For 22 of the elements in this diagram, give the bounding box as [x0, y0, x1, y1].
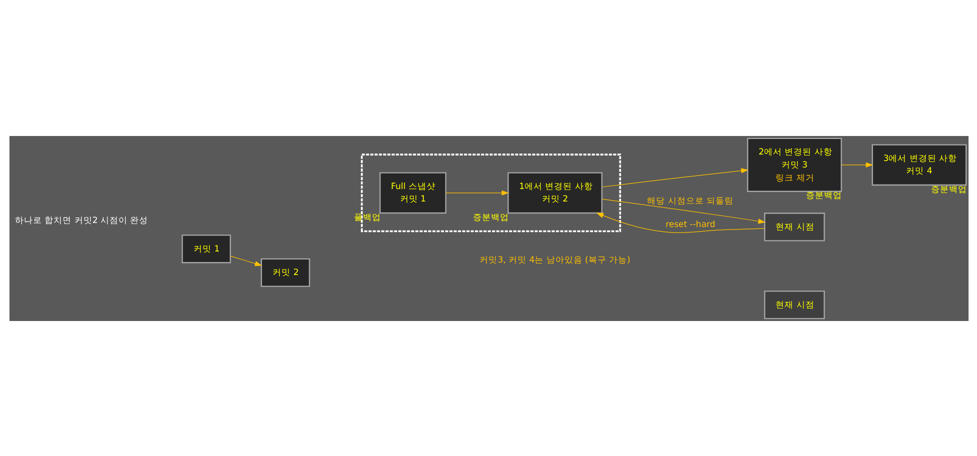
node-box: 커밋 2 — [260, 258, 310, 286]
node-label: 증분백업 — [806, 190, 842, 201]
edge-label: 해당 시점으로 되돌림 — [646, 196, 734, 206]
arrow — [601, 168, 748, 187]
node-box: Full 스냅샷 커밋 1 — [378, 172, 446, 214]
node-box: 커밋 1 — [181, 234, 230, 263]
edge-label: reset --hard — [665, 220, 715, 230]
label: 하나로 합치면 커밋2 시점이 완성 — [14, 216, 148, 226]
node-box: 1에서 변경된 사항 커밋 2 — [507, 172, 602, 214]
label: 커밋3, 커밋 4는 남아있음 (복구 가능) — [479, 255, 630, 266]
node-box: 현재 시점 — [764, 212, 824, 241]
node-box: 2에서 변경된 사항 커밋 3 링크 제거 — [746, 137, 842, 192]
node-label: 풀백업 — [353, 212, 380, 222]
node-box: 현재 시점 — [764, 290, 824, 319]
arrow — [230, 255, 262, 266]
arrow — [445, 190, 509, 195]
arrow — [840, 162, 873, 167]
node-label: 증분백업 — [930, 184, 966, 194]
arrow — [596, 212, 764, 232]
node-box: 3에서 변경된 사항 커밋 4 — [871, 144, 966, 186]
node-label: 증분백업 — [472, 212, 508, 222]
arrow — [601, 198, 766, 224]
